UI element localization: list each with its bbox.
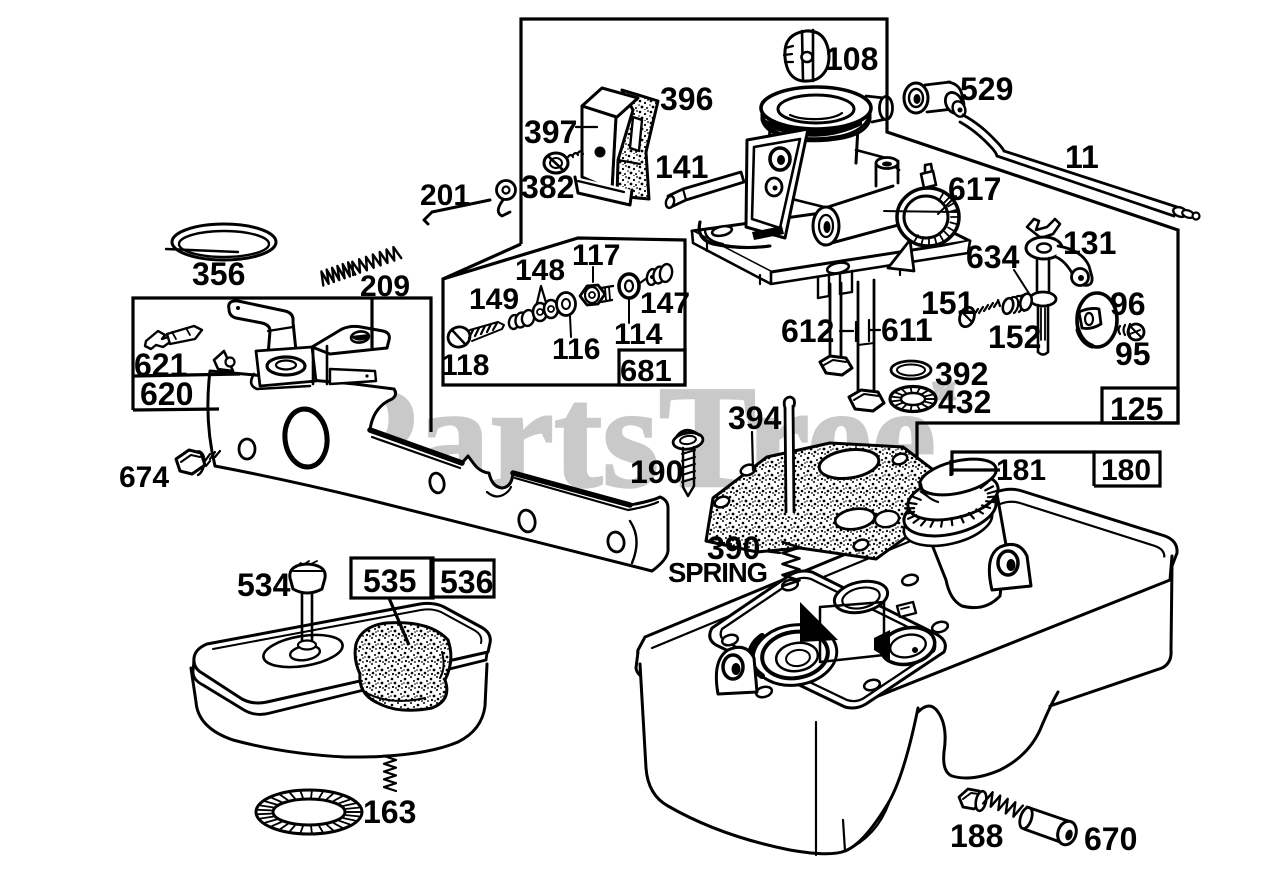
svg-text:118: 118	[441, 349, 489, 382]
svg-text:SPRING: SPRING	[668, 557, 768, 588]
svg-text:125: 125	[1110, 391, 1163, 427]
svg-text:396: 396	[660, 81, 713, 117]
svg-text:620: 620	[140, 376, 193, 412]
svg-text:114: 114	[614, 318, 663, 351]
svg-text:529: 529	[960, 71, 1013, 107]
svg-text:392: 392	[935, 356, 988, 392]
svg-text:116: 116	[552, 333, 600, 366]
svg-text:621: 621	[134, 347, 187, 383]
svg-text:96: 96	[1110, 286, 1146, 322]
svg-text:397: 397	[524, 114, 577, 150]
svg-text:535: 535	[363, 563, 416, 599]
svg-text:147: 147	[640, 287, 690, 320]
svg-text:148: 148	[515, 254, 565, 287]
svg-text:181: 181	[996, 454, 1046, 487]
svg-text:209: 209	[360, 270, 410, 303]
svg-text:394: 394	[728, 400, 782, 436]
svg-text:390: 390	[707, 530, 760, 566]
svg-text:190: 190	[630, 454, 683, 490]
svg-text:611: 611	[881, 312, 933, 348]
svg-text:534: 534	[237, 567, 291, 603]
svg-text:95: 95	[1115, 336, 1151, 372]
svg-text:131: 131	[1063, 225, 1116, 261]
svg-text:612: 612	[781, 313, 834, 349]
svg-text:356: 356	[192, 256, 245, 292]
svg-text:681: 681	[620, 353, 672, 388]
svg-text:117: 117	[572, 239, 620, 272]
svg-text:188: 188	[950, 818, 1003, 854]
svg-text:536: 536	[440, 564, 493, 600]
svg-text:180: 180	[1101, 454, 1151, 487]
svg-text:151: 151	[921, 285, 974, 321]
svg-text:163: 163	[363, 794, 416, 830]
svg-text:674: 674	[119, 461, 169, 494]
svg-text:149: 149	[469, 283, 519, 316]
svg-text:432: 432	[938, 384, 991, 420]
svg-text:382: 382	[521, 169, 574, 205]
svg-text:201: 201	[420, 179, 470, 212]
svg-text:141: 141	[655, 149, 708, 185]
svg-text:617: 617	[948, 171, 1001, 207]
svg-text:670: 670	[1084, 821, 1137, 857]
svg-text:108: 108	[825, 41, 878, 77]
svg-text:634: 634	[966, 239, 1020, 275]
svg-text:11: 11	[1065, 139, 1099, 175]
svg-text:152: 152	[988, 319, 1041, 355]
